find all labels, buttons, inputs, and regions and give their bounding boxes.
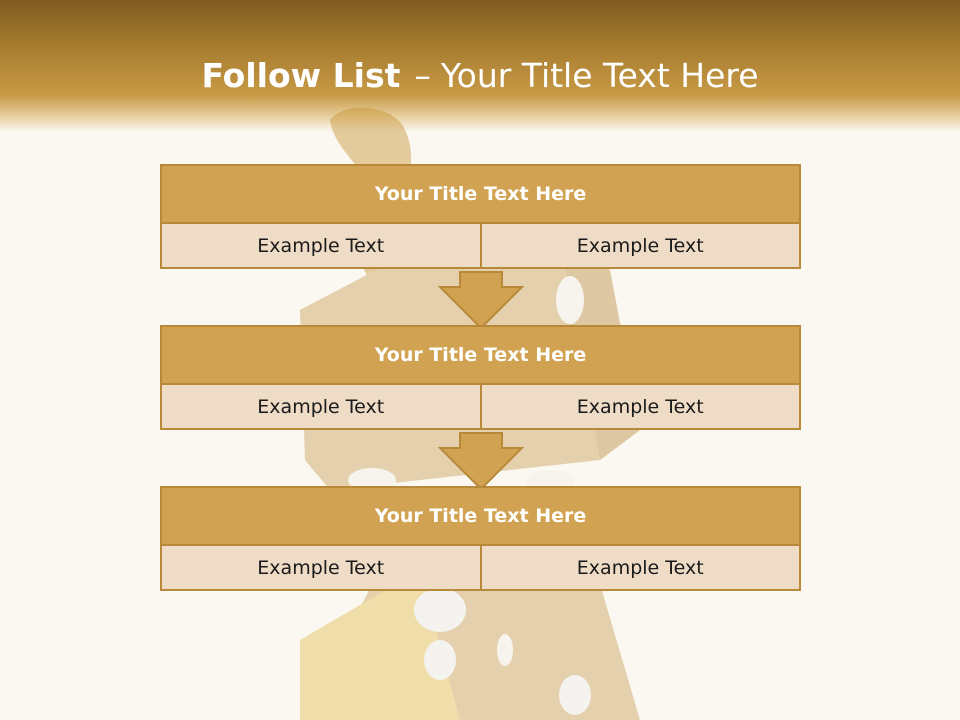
step-title: Your Title Text Here — [162, 166, 799, 224]
step-box-2: Your Title Text Here Example Text Exampl… — [160, 325, 801, 430]
step-title: Your Title Text Here — [162, 488, 799, 546]
slide-title: Follow List–Your Title Text Here — [0, 52, 960, 100]
step-box-3: Your Title Text Here Example Text Exampl… — [160, 486, 801, 591]
step-box-1: Your Title Text Here Example Text Exampl… — [160, 164, 801, 269]
step-right-text: Example Text — [479, 546, 800, 591]
down-arrow-icon — [438, 432, 524, 490]
title-bold-part: Follow List — [201, 56, 401, 95]
title-rest-part: Your Title Text Here — [440, 56, 759, 95]
step-title: Your Title Text Here — [162, 327, 799, 385]
step-left-text: Example Text — [257, 557, 385, 579]
down-arrow-icon — [438, 271, 524, 329]
step-left-text: Example Text — [257, 235, 385, 257]
step-right-text: Example Text — [479, 385, 800, 430]
step-right-text: Example Text — [479, 224, 800, 269]
title-separator: – — [414, 56, 431, 95]
step-left-text: Example Text — [257, 396, 385, 418]
title-banner — [0, 0, 960, 132]
